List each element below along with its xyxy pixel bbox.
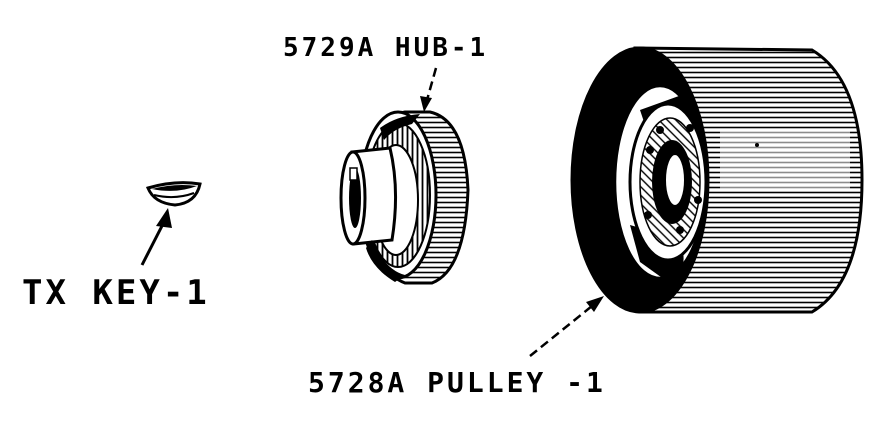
key-label: TX KEY-1 [22,273,210,313]
pulley-leader-arrow [529,296,604,357]
key-leader-arrow [140,208,172,266]
hub-drawing [339,110,470,285]
pulley-label: 5728A PULLEY -1 [308,366,606,399]
hub-leader-arrow [420,67,438,112]
hub-label: 5729A HUB-1 [283,33,488,63]
woodruff-key-drawing [145,181,202,207]
pulley-drawing [570,46,864,314]
